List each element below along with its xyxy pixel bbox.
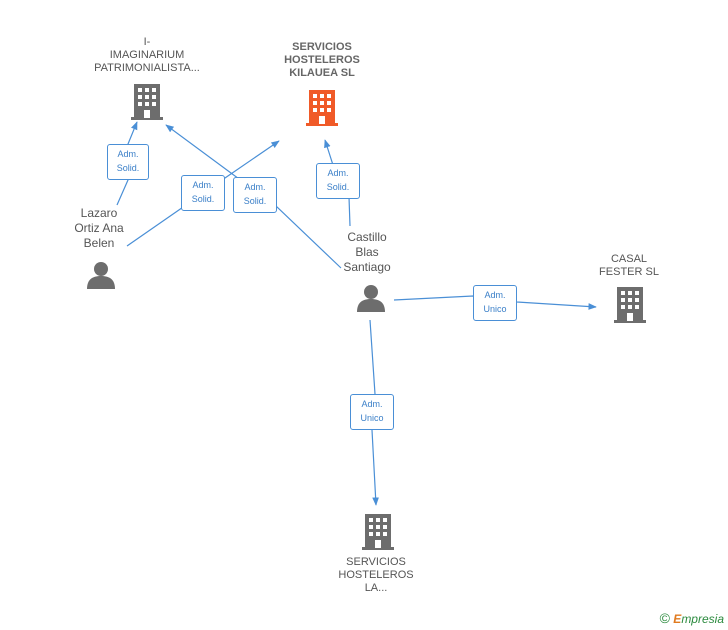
node-label-kilauea[interactable]: SERVICIOS HOSTELEROS KILAUEA SL [284, 41, 360, 79]
building-icon-servicios-la[interactable] [362, 514, 394, 550]
building-icon-kilauea[interactable] [306, 90, 338, 126]
person-icon-castillo[interactable] [356, 283, 386, 313]
node-label-lazaro[interactable]: Lazaro Ortiz Ana Belen [74, 206, 124, 250]
brand-initial: E [673, 612, 682, 626]
node-label-casal[interactable]: CASAL FESTER SL [599, 253, 659, 278]
edge-label-castillo-casal[interactable]: Adm. Unico [473, 285, 517, 321]
edge-label-castillo-kilauea[interactable]: Adm. Solid. [316, 163, 360, 199]
node-label-castillo[interactable]: Castillo Blas Santiago [343, 230, 391, 274]
edge-castillo-imaginarium[interactable] [165, 124, 342, 269]
node-label-imaginarium[interactable]: I- IMAGINARIUM PATRIMONIALISTA... [94, 36, 200, 74]
edge-label-lazaro-imaginarium[interactable]: Adm. Solid. [107, 144, 149, 180]
edge-label-castillo-imaginarium[interactable]: Adm. Solid. [233, 177, 277, 213]
edge-label-castillo-servicios-la[interactable]: Adm. Unico [350, 394, 394, 430]
empresia-logo[interactable]: © Empresia [660, 610, 724, 626]
node-label-servicios-la[interactable]: SERVICIOS HOSTELEROS LA... [338, 556, 414, 594]
person-icon-lazaro[interactable] [86, 260, 116, 290]
edge-lazaro-kilauea[interactable] [126, 140, 280, 247]
brand-name: mpresia [681, 612, 724, 626]
building-icon-imaginarium[interactable] [131, 84, 163, 120]
building-icon-casal[interactable] [614, 287, 646, 323]
copyright-symbol: © [659, 610, 670, 626]
edge-label-lazaro-kilauea[interactable]: Adm. Solid. [181, 175, 225, 211]
